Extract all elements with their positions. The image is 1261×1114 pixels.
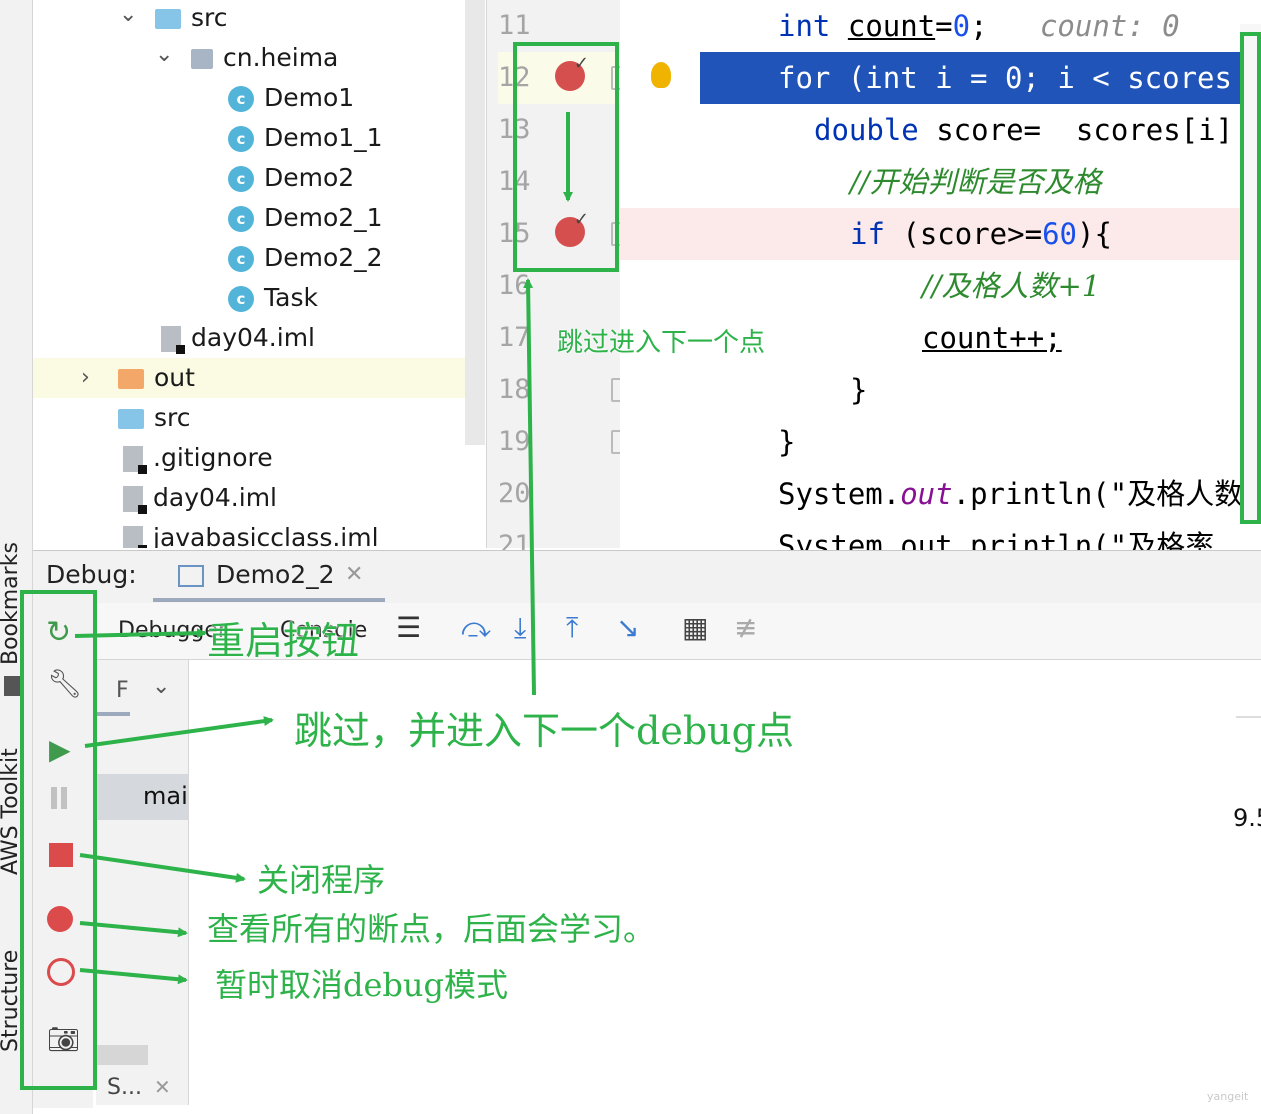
- annotation-view-breakpoints: 查看所有的断点，后面会学习。: [207, 910, 656, 948]
- tab-console[interactable]: Console: [280, 618, 368, 643]
- step-out-icon[interactable]: ⤒: [566, 611, 579, 644]
- close-icon[interactable]: ✕: [154, 1075, 171, 1099]
- annotation-box-right: [1240, 32, 1261, 524]
- watermark: yangeit: [1207, 1090, 1249, 1103]
- java-class-icon: c: [228, 126, 254, 152]
- resume-icon[interactable]: ▶: [49, 733, 71, 766]
- annotation-box-breakpoints: [513, 42, 619, 272]
- debug-label: Debug:: [46, 560, 137, 589]
- java-class-icon: c: [228, 166, 254, 192]
- arrow-restart: [74, 628, 207, 639]
- package-icon: [191, 49, 213, 69]
- run-to-cursor-icon[interactable]: ↘: [616, 611, 640, 644]
- debug-header: Debug: Demo2_2 ✕: [33, 550, 1261, 604]
- iml-file-icon: [123, 526, 147, 548]
- arrow-view-breakpoints: [79, 921, 188, 938]
- pause-icon[interactable]: [51, 787, 57, 809]
- annotation-restart: 重启按钮: [207, 619, 360, 663]
- lightbulb-icon[interactable]: [651, 62, 671, 88]
- java-class-icon: c: [228, 86, 254, 112]
- tab-underline: [96, 712, 130, 716]
- line-number: 20: [498, 478, 531, 509]
- inline-value-hint: count: 0: [1039, 9, 1180, 43]
- tree-item-day04-iml-root[interactable]: day04.iml: [123, 478, 277, 518]
- mute-breakpoints-icon[interactable]: [47, 958, 75, 986]
- java-class-icon: c: [228, 246, 254, 272]
- divider: [1236, 716, 1261, 718]
- annotation-box-actions: [20, 590, 97, 1090]
- bottom-tab[interactable]: S...: [107, 1075, 142, 1100]
- scrollbar[interactable]: [96, 1045, 148, 1065]
- chevron-down-icon[interactable]: ⌄: [152, 674, 171, 699]
- tree-scrollbar[interactable]: [465, 0, 485, 445]
- tab-underline: [153, 598, 385, 602]
- step-into-icon[interactable]: ⤓: [514, 611, 527, 644]
- line-number: 19: [498, 426, 531, 457]
- arrow-to-breakpoints: [523, 278, 536, 696]
- session-tab[interactable]: Demo2_2: [216, 560, 335, 589]
- iml-file-icon: [123, 486, 147, 514]
- annotation-stop: 关闭程序: [257, 861, 386, 899]
- arrow-mute: [79, 968, 188, 985]
- current-execution-line: [700, 52, 1261, 104]
- step-over-icon[interactable]: ⤼: [461, 611, 491, 644]
- tree-item-day04-iml[interactable]: day04.iml: [161, 318, 315, 358]
- left-tool-strip: Bookmarks AWS Toolkit Structure: [0, 0, 33, 1114]
- annotation-skip-to-next: 跳过进入下一个点: [557, 328, 766, 358]
- trace-icon[interactable]: ≢: [734, 611, 758, 644]
- line-number: 11: [498, 10, 531, 41]
- tree-item-package[interactable]: cn.heima: [191, 38, 338, 78]
- line-number: 18: [498, 374, 531, 405]
- arrow-resume: [84, 716, 274, 748]
- ignored-file-icon: [123, 446, 147, 474]
- stop-icon[interactable]: [49, 843, 73, 867]
- close-icon[interactable]: ✕: [345, 562, 364, 587]
- view-breakpoints-icon[interactable]: [47, 906, 73, 932]
- session-icon: [178, 565, 204, 587]
- tree-item-javabasicclass-iml[interactable]: javabasicclass.iml: [123, 518, 379, 548]
- tree-item-out[interactable]: ›out: [33, 358, 485, 398]
- breakpoint-line-highlight: [620, 208, 1261, 260]
- tree-item-src-root[interactable]: src: [118, 398, 191, 438]
- debug-toolbar: Debugger Console ☰ ⤼ ⤓ ⤒ ↘ ▦ ≢: [96, 603, 1261, 660]
- folder-icon: [155, 9, 181, 29]
- java-class-icon: c: [228, 206, 254, 232]
- arrow-stop: [79, 853, 246, 883]
- breakpoint-icon[interactable]: [555, 209, 589, 247]
- chevron-down-icon[interactable]: ⌄: [119, 2, 138, 27]
- frames-filter[interactable]: F: [116, 678, 129, 703]
- java-class-icon: c: [228, 286, 254, 312]
- wrench-icon[interactable]: 🔧︎: [47, 667, 83, 700]
- bookmark-icon: [4, 676, 20, 696]
- tree-item-src[interactable]: src: [155, 0, 228, 38]
- frames-panel: F ⌄ mai S... ✕: [96, 660, 189, 1105]
- breakpoint-icon[interactable]: [555, 53, 589, 91]
- pause-icon-bar: [61, 787, 67, 809]
- evaluate-icon[interactable]: ▦: [682, 611, 709, 644]
- camera-icon[interactable]: 📷︎: [47, 1025, 81, 1055]
- annotation-resume: 跳过，并进入下一个debug点: [294, 709, 794, 753]
- line-number: 17: [498, 322, 531, 353]
- excluded-folder-icon: [118, 369, 144, 389]
- tree-item-gitignore[interactable]: .gitignore: [123, 438, 273, 478]
- chevron-right-icon[interactable]: ›: [81, 365, 90, 390]
- annotation-mute: 暂时取消debug模式: [215, 966, 509, 1004]
- variable-value: 9.5: [1233, 804, 1261, 832]
- chevron-down-icon[interactable]: ⌄: [155, 42, 174, 67]
- right-gutter-strip: [1240, 24, 1261, 524]
- iml-file-icon: [161, 326, 185, 354]
- tab-debugger[interactable]: Debugger: [118, 618, 227, 643]
- layout-icon[interactable]: ☰: [396, 611, 422, 644]
- thread-row[interactable]: mai: [96, 774, 188, 820]
- folder-icon: [118, 409, 144, 429]
- restart-icon[interactable]: ↻: [46, 615, 72, 650]
